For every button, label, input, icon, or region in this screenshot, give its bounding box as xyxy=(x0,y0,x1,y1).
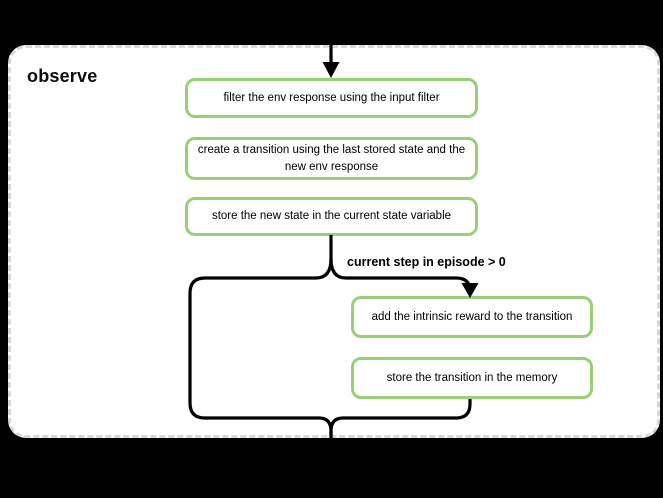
node-store-new-state: store the new state in the current state… xyxy=(185,197,478,236)
group-title: observe xyxy=(27,66,98,86)
node-label: create a transition using the last store… xyxy=(197,143,466,173)
node-store-transition: store the transition in the memory xyxy=(351,357,593,399)
branch-condition-label: current step in episode > 0 xyxy=(347,255,506,269)
node-label: add the intrinsic reward to the transiti… xyxy=(371,310,573,323)
node-label: store the transition in the memory xyxy=(386,371,558,384)
node-filter-env-response: filter the env response using the input … xyxy=(185,78,478,118)
node-label: filter the env response using the input … xyxy=(223,91,440,104)
node-add-intrinsic-reward: add the intrinsic reward to the transiti… xyxy=(351,296,593,338)
node-create-transition: create a transition using the last store… xyxy=(185,137,478,180)
node-label: store the new state in the current state… xyxy=(211,210,452,223)
